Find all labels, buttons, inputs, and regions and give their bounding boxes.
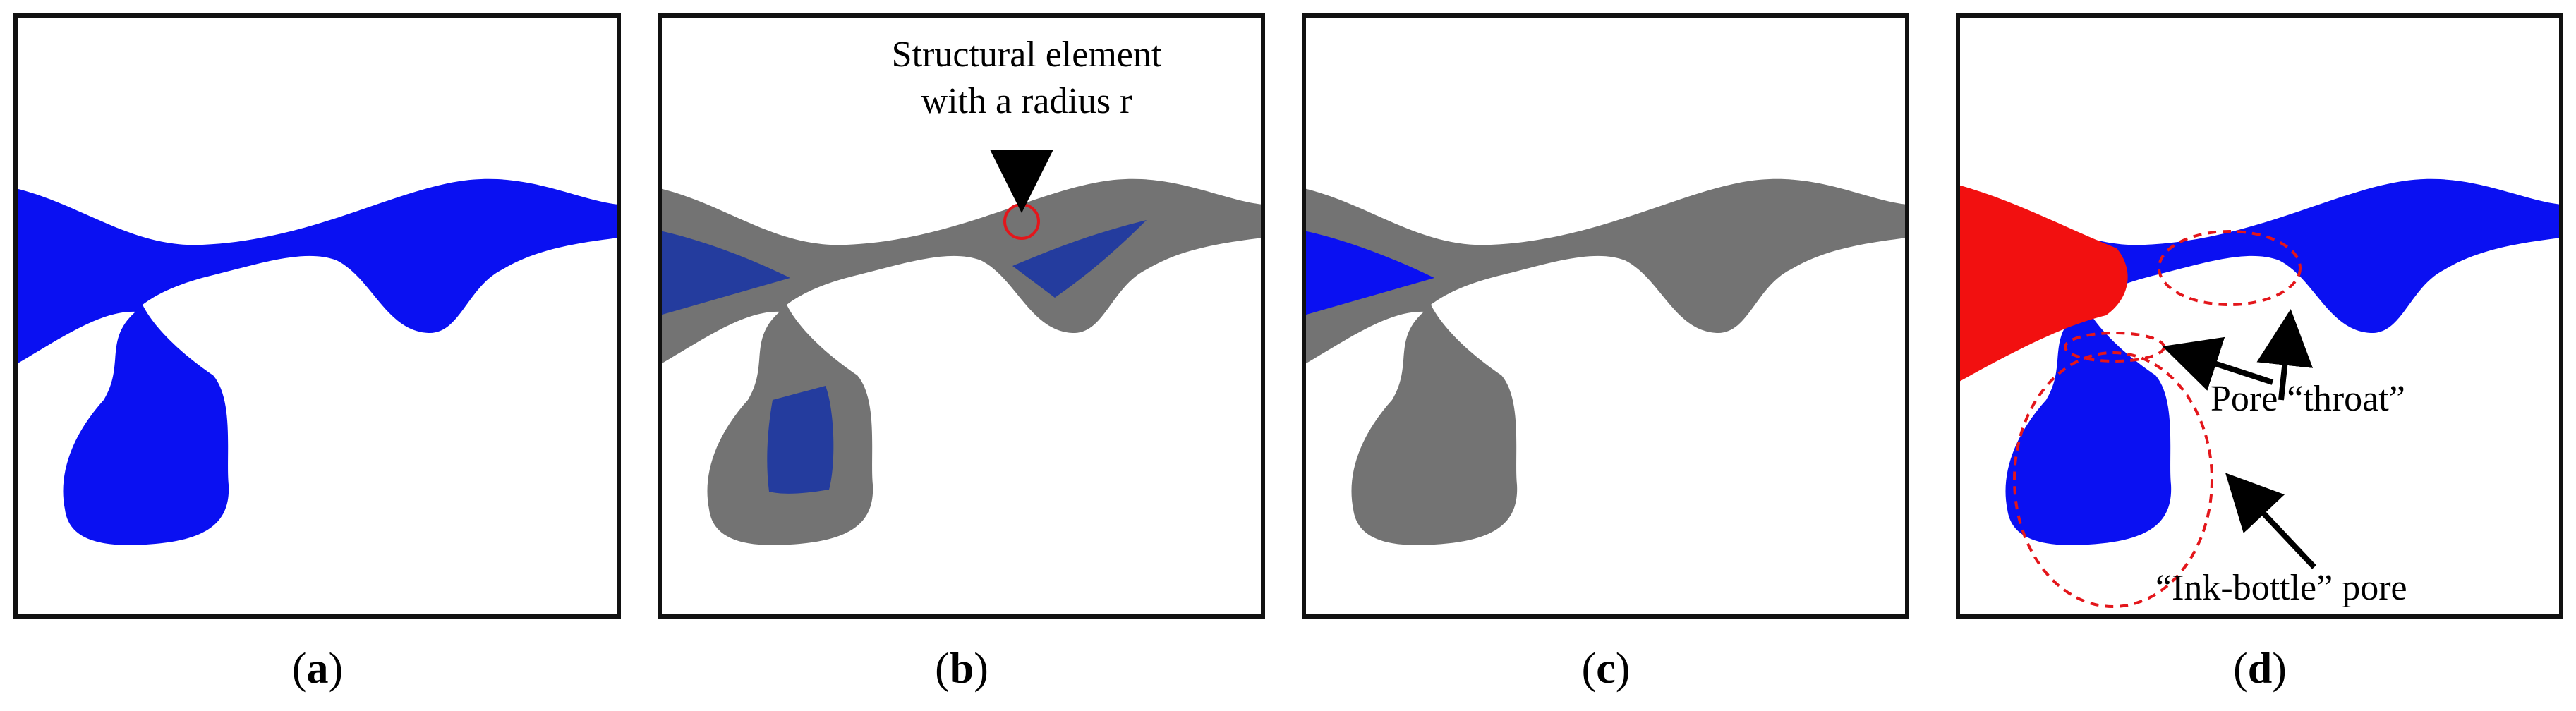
throat-upper-ellipse [2158, 230, 2302, 306]
panel-c [1302, 13, 1909, 619]
core-right [1012, 220, 1147, 298]
panel-a [13, 13, 621, 619]
throat-label: Pore “throat” [2211, 379, 2405, 419]
ink-bottle-label: “Ink-bottle” pore [2155, 568, 2407, 608]
throat-arrow-left [2162, 336, 2274, 391]
core-bottle [767, 386, 834, 494]
panel-d: Pore “throat” “Ink-bottle” pore [1956, 13, 2563, 619]
structural-element-label-line2: with a radius r [921, 81, 1132, 121]
structural-element-label-line1: Structural element [892, 35, 1162, 75]
caption-d: (d) [2233, 645, 2287, 693]
panel-frame [1302, 13, 1909, 619]
eroded-region [660, 178, 1263, 545]
caption-a: (a) [292, 645, 343, 693]
panel-b: Structural element with a radius r [658, 13, 1265, 619]
eroded-region [1304, 178, 1907, 545]
caption-b: (b) [935, 645, 988, 693]
ink-bottle-ellipse [2013, 351, 2213, 608]
ink-bottle-arrow [2225, 473, 2316, 569]
caption-c: (c) [1582, 645, 1631, 693]
core-left [660, 231, 790, 315]
invaded-region [1958, 185, 2128, 382]
panel-frame [1956, 13, 2563, 619]
core-left [1304, 231, 1434, 315]
pore-space [16, 178, 619, 545]
throat-arrow-up [2256, 309, 2314, 401]
panel-frame [13, 13, 621, 619]
panel-frame [658, 13, 1265, 619]
